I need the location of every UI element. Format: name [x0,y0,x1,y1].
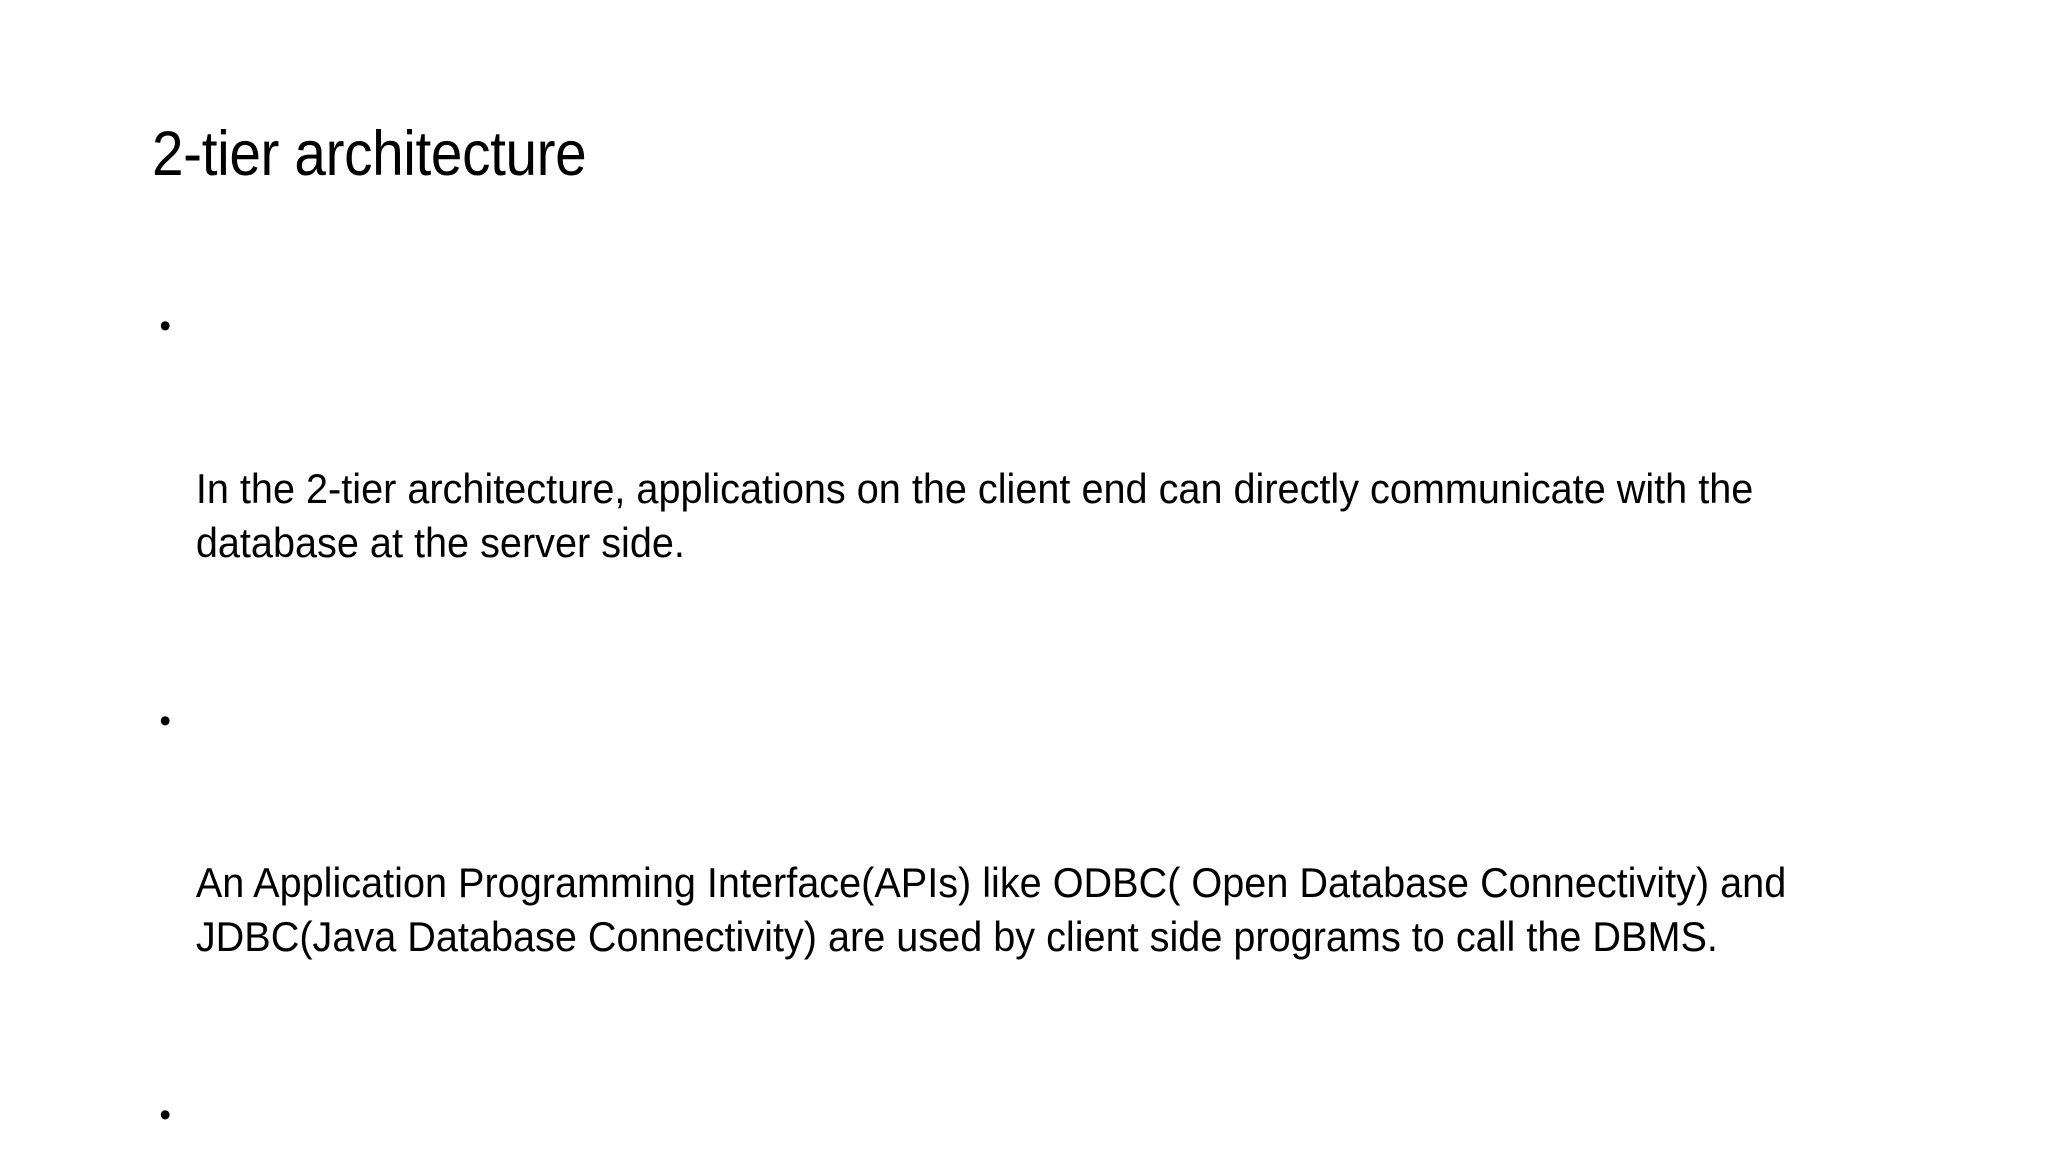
bullet-marker-icon: • [159,307,171,345]
bullet-marker-icon: • [159,701,171,740]
bullet-text: In the 2-tier architecture, applications… [195,464,1765,566]
bullet-item: • The user interface and application pro… [150,1089,1850,1152]
slide-title: 2-tier architecture [152,119,587,189]
bullet-marker-icon: • [159,1096,171,1135]
bullet-item: • An Application Programming Interface(A… [150,695,1850,1073]
slide-body: • In the 2-tier architecture, applicatio… [150,300,1930,1152]
bullet-list: • In the 2-tier architecture, applicatio… [150,300,1930,1152]
bullet-item: • In the 2-tier architecture, applicatio… [150,300,1850,678]
bullet-text: An Application Programming Interface(API… [195,859,1798,961]
